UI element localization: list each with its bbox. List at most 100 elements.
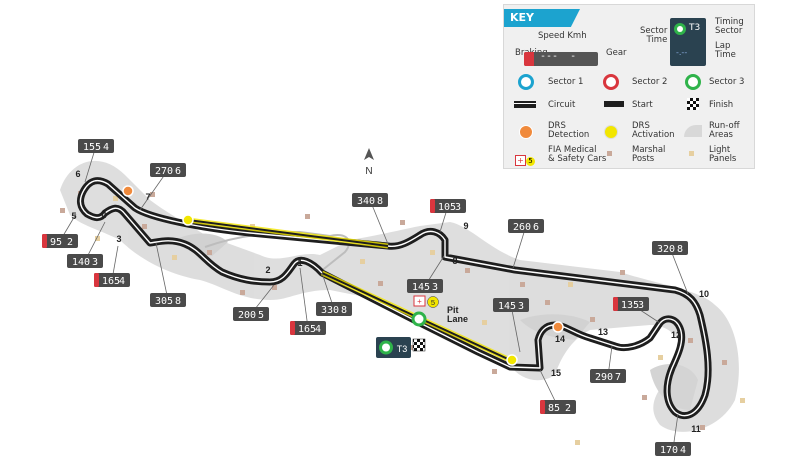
gear-value: 4 bbox=[315, 324, 321, 335]
drs-detection-marker bbox=[552, 321, 564, 333]
speed-box-bg bbox=[233, 307, 269, 321]
speed-box-bg bbox=[150, 163, 186, 177]
braking-indicator bbox=[290, 321, 295, 335]
legend-light-panels: Light Panels bbox=[709, 145, 737, 164]
corner-number-1: 1 bbox=[297, 258, 302, 268]
speed-box-bg bbox=[352, 193, 388, 207]
speed-box-bg bbox=[67, 254, 103, 268]
corner-number-3: 3 bbox=[116, 234, 121, 244]
speed-value: 105 bbox=[438, 202, 456, 213]
speed-box-leader bbox=[155, 242, 169, 301]
speed-value: 330 bbox=[321, 305, 339, 316]
gear-value: 4 bbox=[103, 142, 109, 153]
sector-2-icon bbox=[603, 74, 619, 90]
legend-fia-medical: FIA Medical & Safety Cars bbox=[548, 145, 607, 164]
drs-detection-marker bbox=[122, 185, 134, 197]
marshal-post-icon bbox=[607, 151, 612, 156]
drs-activation-icon bbox=[604, 125, 618, 139]
corner-number-10: 10 bbox=[699, 289, 709, 299]
gear-value: 3 bbox=[518, 301, 524, 312]
speed-box-example-text: --- - bbox=[540, 51, 577, 62]
svg-text:Pit: Pit bbox=[447, 305, 459, 315]
legend-start: Start bbox=[632, 100, 653, 110]
speed-value: 305 bbox=[155, 296, 173, 307]
svg-text:Lane: Lane bbox=[447, 314, 468, 324]
gear-value: 2 bbox=[67, 237, 73, 248]
speed-box-leader bbox=[369, 199, 389, 245]
light-panel-icon bbox=[689, 151, 694, 156]
braking-indicator bbox=[42, 234, 47, 248]
speed-kmh-label: Speed Kmh bbox=[538, 31, 587, 41]
braking-indicator bbox=[430, 199, 435, 213]
drs-zone-back-straight-inner bbox=[187, 219, 389, 247]
gear-value: 6 bbox=[175, 166, 181, 177]
speed-box-bg bbox=[652, 241, 688, 255]
sector-time-label: Sector Time bbox=[640, 26, 668, 45]
gear-value: 8 bbox=[175, 296, 181, 307]
speed-box-bg bbox=[655, 442, 691, 456]
corner-number-11: 11 bbox=[691, 424, 701, 434]
speed-value: 165 bbox=[298, 324, 316, 335]
speed-box-bg bbox=[430, 199, 466, 213]
svg-text:5: 5 bbox=[431, 298, 435, 307]
north-arrow-icon: N bbox=[364, 148, 374, 177]
speed-box-example bbox=[524, 52, 598, 66]
speed-value: 140 bbox=[72, 257, 90, 268]
corner-number-7: 7 bbox=[145, 192, 150, 202]
fia-medical-icon: +5 bbox=[515, 148, 535, 166]
speed-box-leader bbox=[669, 247, 689, 295]
speed-value: 170 bbox=[660, 445, 678, 456]
gear-value: 3 bbox=[92, 257, 98, 268]
legend-key-panel: KEY Speed Kmh Braking Gear --- - Sector … bbox=[503, 4, 755, 169]
lap-time-label: Lap Time bbox=[715, 41, 736, 60]
drs-detection-icon bbox=[519, 125, 533, 139]
runoff-icon bbox=[684, 125, 702, 137]
braking-indicator bbox=[613, 297, 618, 311]
legend-finish: Finish bbox=[709, 100, 734, 110]
speed-box-leader bbox=[510, 304, 521, 353]
corner-number-5: 5 bbox=[71, 211, 76, 221]
legend-sector-3: Sector 3 bbox=[709, 77, 745, 87]
speed-box-bg bbox=[316, 302, 352, 316]
circuit-track bbox=[76, 177, 712, 420]
corner-number-9: 9 bbox=[463, 221, 468, 231]
safety-car-marker: + 5 bbox=[413, 295, 439, 308]
speed-box-bg bbox=[493, 298, 529, 312]
corner-number-14: 14 bbox=[555, 334, 565, 344]
timing-sector-marker: T3 bbox=[376, 337, 411, 358]
gear-value: 3 bbox=[432, 282, 438, 293]
gear-value: 3 bbox=[638, 300, 644, 311]
speed-value: 290 bbox=[595, 372, 613, 383]
corner-number-15: 15 bbox=[551, 368, 561, 378]
svg-text:T3: T3 bbox=[397, 344, 408, 354]
speed-box-bg bbox=[42, 234, 78, 248]
speed-box-bg bbox=[94, 273, 130, 287]
circuit-icon-line bbox=[514, 103, 536, 104]
legend-sector-1: Sector 1 bbox=[548, 77, 584, 87]
legend-circuit: Circuit bbox=[548, 100, 576, 110]
speed-box-leader bbox=[299, 267, 309, 329]
corner-number-6: 6 bbox=[75, 169, 80, 179]
speed-box-bg bbox=[150, 293, 186, 307]
gear-value: 8 bbox=[341, 305, 347, 316]
braking-indicator bbox=[94, 273, 99, 287]
